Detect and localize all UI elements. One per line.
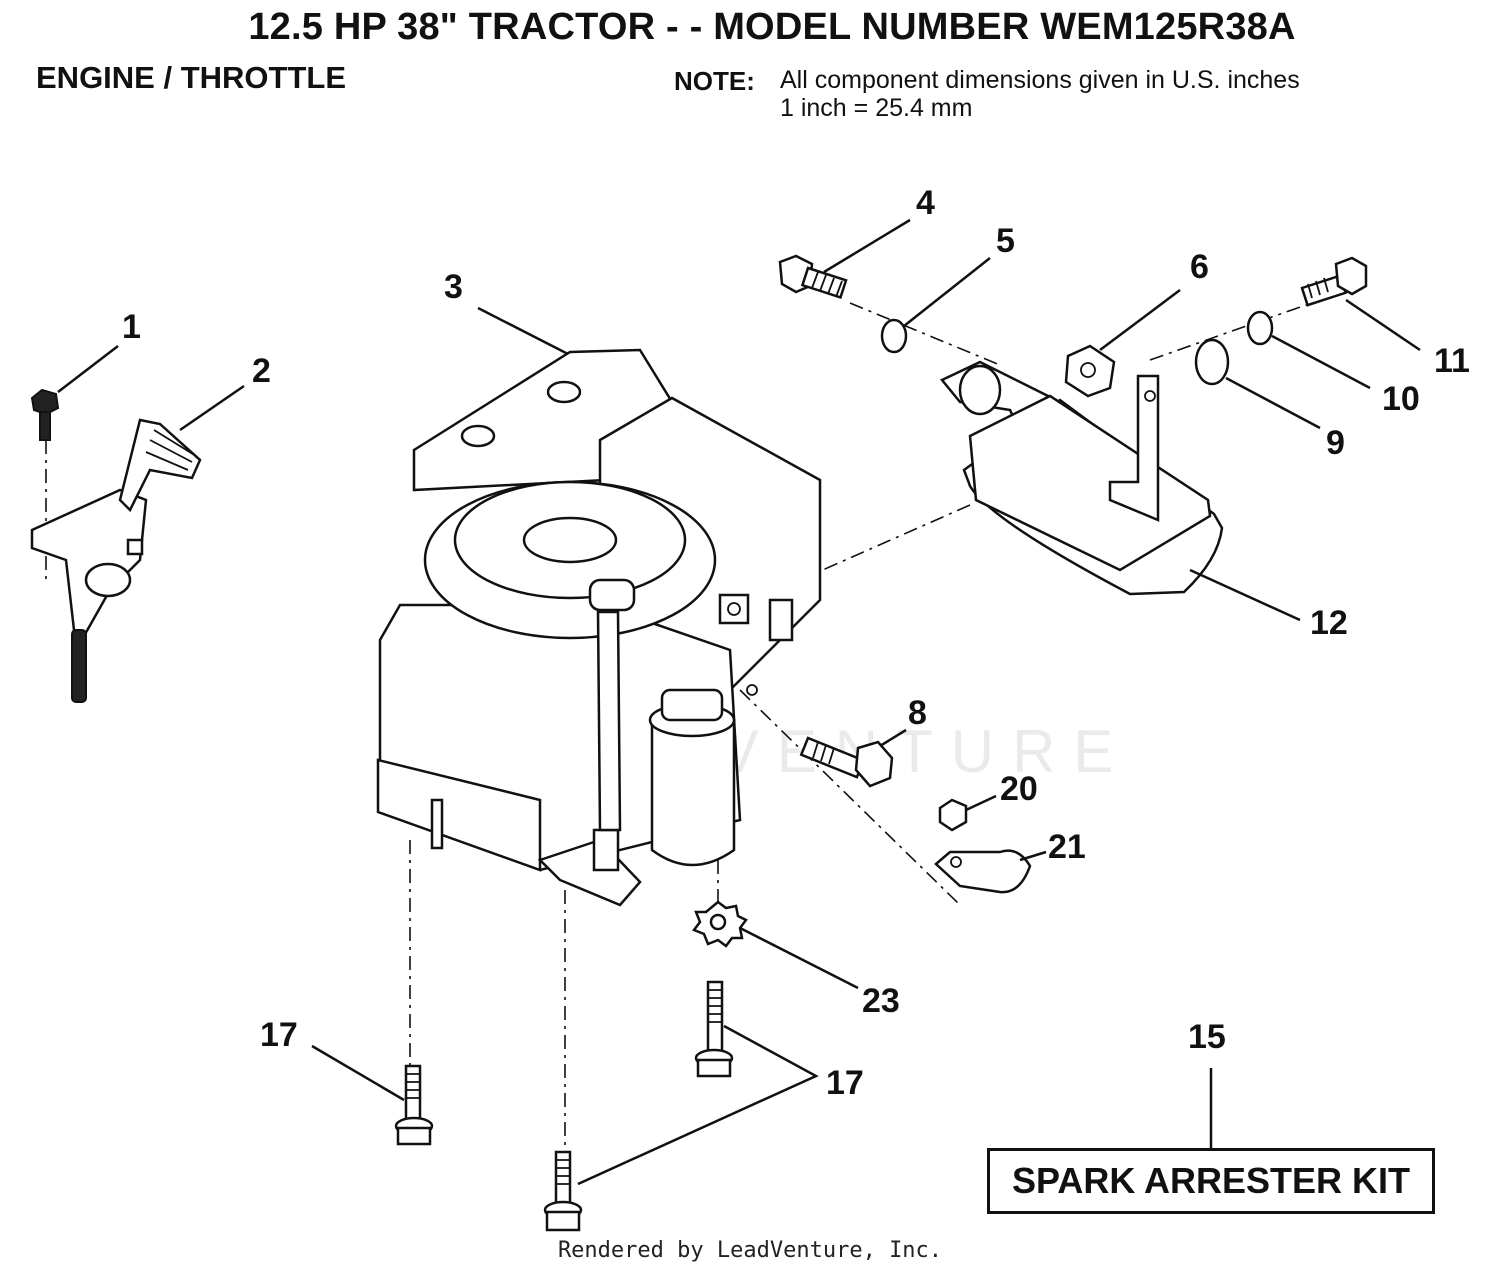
part-9-flat-washer bbox=[1194, 338, 1230, 386]
part-17-bolt-left bbox=[394, 1064, 434, 1146]
callout-23: 23 bbox=[862, 982, 900, 1020]
callout-3: 3 bbox=[444, 268, 463, 306]
callout-17-left: 17 bbox=[260, 1016, 298, 1054]
section-title: ENGINE / THROTTLE bbox=[36, 60, 346, 95]
leader-8 bbox=[879, 728, 907, 748]
part-17-bolt-center bbox=[694, 980, 734, 1078]
part-3-engine bbox=[376, 348, 822, 907]
leader-10 bbox=[1271, 334, 1371, 390]
leader-23 bbox=[739, 926, 859, 990]
alignment-line-muffler-right bbox=[1149, 299, 1321, 361]
callout-6: 6 bbox=[1190, 248, 1209, 286]
part-21-clamp bbox=[934, 849, 1032, 894]
leader-3 bbox=[477, 306, 569, 356]
leader-21 bbox=[1019, 850, 1047, 862]
alignment-line-bracket bbox=[739, 689, 961, 906]
note-label: NOTE: bbox=[674, 66, 755, 96]
callout-10: 10 bbox=[1382, 380, 1420, 418]
alignment-line-muffler-left bbox=[799, 504, 971, 581]
leader-2 bbox=[179, 384, 245, 432]
leader-5 bbox=[903, 257, 991, 327]
leader-12 bbox=[1189, 568, 1301, 622]
callout-1: 1 bbox=[122, 308, 141, 346]
part-12-muffler bbox=[962, 374, 1224, 596]
callout-4: 4 bbox=[916, 184, 935, 222]
part-11-bolt bbox=[1300, 256, 1368, 307]
part-17-bolt-bottom bbox=[543, 1150, 583, 1232]
callout-9: 9 bbox=[1326, 424, 1345, 462]
callout-8: 8 bbox=[908, 694, 927, 732]
callout-17-right: 17 bbox=[826, 1064, 864, 1102]
alignment-line-muffler-top bbox=[849, 302, 1001, 366]
leader-17-left bbox=[311, 1044, 405, 1102]
part-10-washer bbox=[1246, 310, 1274, 346]
part-23-star-washer bbox=[692, 900, 748, 948]
note-line-1: All component dimensions given in U.S. i… bbox=[780, 66, 1300, 94]
leader-17-right bbox=[577, 1024, 819, 1186]
leader-9 bbox=[1225, 376, 1321, 430]
callout-15: 15 bbox=[1188, 1018, 1226, 1056]
leader-1 bbox=[57, 345, 119, 393]
callout-12: 12 bbox=[1310, 604, 1348, 642]
leader-6 bbox=[1099, 289, 1181, 351]
spark-arrester-kit-label: SPARK ARRESTER KIT bbox=[987, 1148, 1435, 1214]
part-5-washer bbox=[880, 318, 908, 354]
callout-11: 11 bbox=[1434, 342, 1470, 380]
callout-20: 20 bbox=[1000, 770, 1038, 808]
part-2-throttle-control bbox=[30, 418, 202, 703]
leader-11 bbox=[1345, 298, 1421, 352]
note-line-2: 1 inch = 25.4 mm bbox=[780, 94, 973, 122]
part-1-bolt bbox=[30, 388, 60, 441]
callout-2: 2 bbox=[252, 352, 271, 390]
part-8-bolt bbox=[799, 736, 894, 788]
leader-4 bbox=[823, 218, 911, 274]
footer-credit: Rendered by LeadVenture, Inc. bbox=[557, 1238, 943, 1263]
dipstick bbox=[588, 578, 636, 832]
callout-21: 21 bbox=[1048, 828, 1086, 866]
callout-5: 5 bbox=[996, 222, 1015, 260]
part-20-nut bbox=[938, 798, 968, 832]
oil-filter bbox=[648, 688, 736, 867]
part-6-gasket bbox=[1064, 344, 1116, 398]
leader-20 bbox=[965, 794, 997, 812]
part-4-bolt bbox=[778, 254, 848, 300]
diagram-title: 12.5 HP 38" TRACTOR - - MODEL NUMBER WEM… bbox=[248, 6, 1296, 48]
